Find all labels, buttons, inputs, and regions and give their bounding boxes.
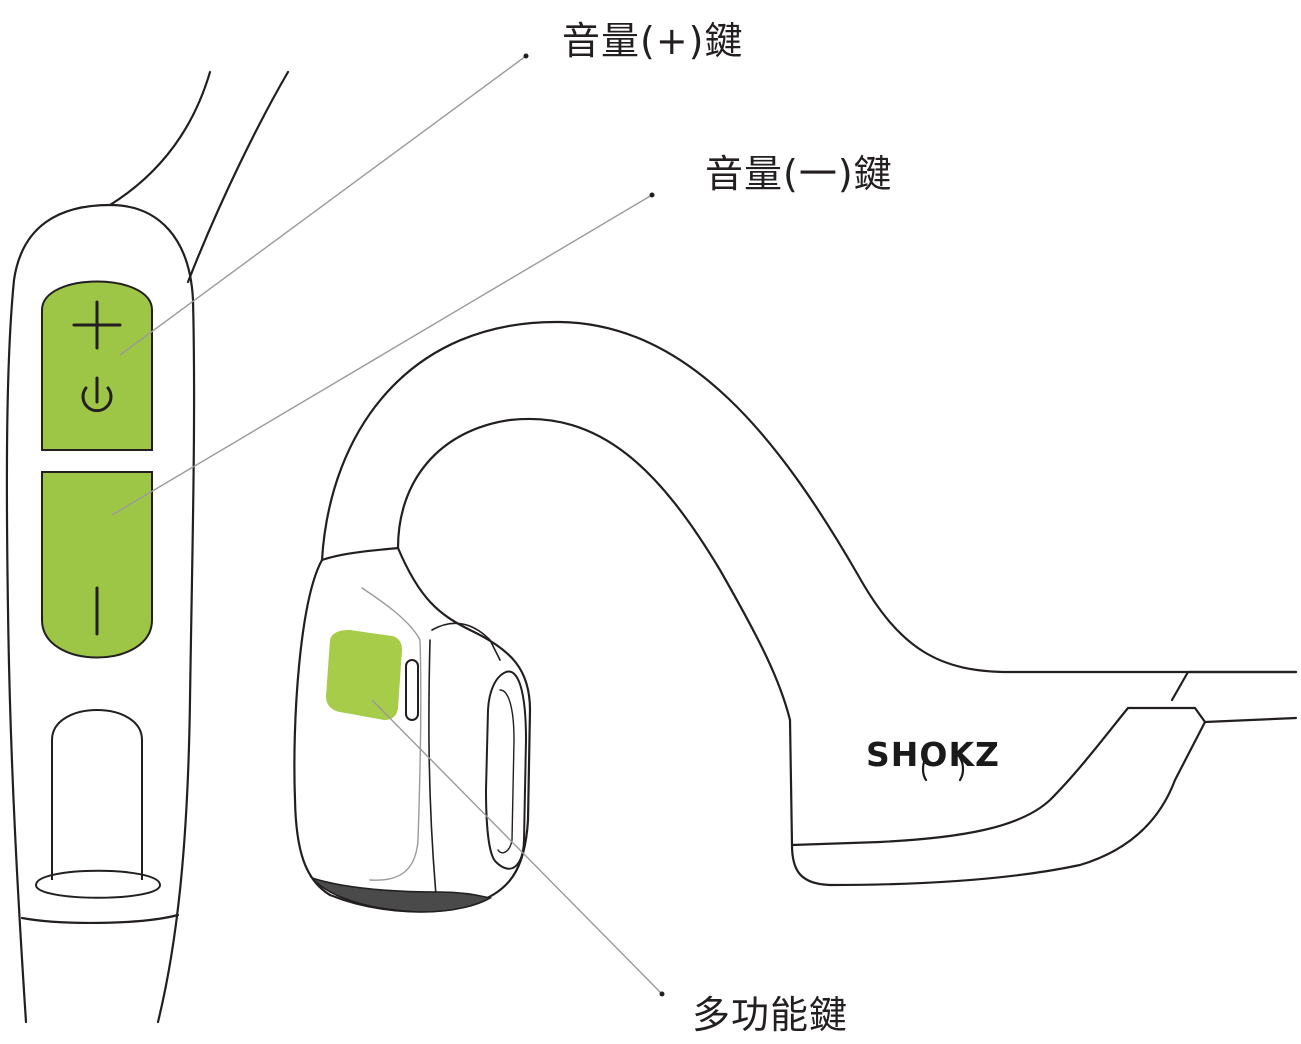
volume-up-label: 音量(+)鍵	[562, 19, 744, 63]
volume-up-button	[41, 280, 153, 451]
earpiece-band	[320, 320, 1298, 887]
earpiece-body	[293, 546, 532, 913]
charging-port	[34, 709, 162, 899]
leader-line-multifunction	[371, 699, 663, 995]
power-icon	[81, 376, 113, 413]
multifunction-button	[326, 630, 402, 720]
leader-dots	[523, 53, 665, 997]
leader-line-volume-up	[119, 55, 527, 356]
brand-logo: SHOKZ	[866, 735, 1000, 774]
plus-icon	[72, 300, 122, 350]
button-divider	[44, 452, 150, 470]
brand-wave-icon	[921, 756, 965, 782]
volume-down-label: 音量(一)鍵	[705, 152, 893, 196]
leader-line-volume-down	[111, 194, 653, 516]
control-pod-side-view	[5, 70, 290, 1024]
leader-lines	[111, 55, 663, 995]
volume-button-cluster	[41, 280, 153, 659]
earpiece-base	[309, 876, 493, 913]
volume-down-button	[41, 471, 153, 659]
multifunction-label: 多功能鍵	[692, 993, 849, 1037]
